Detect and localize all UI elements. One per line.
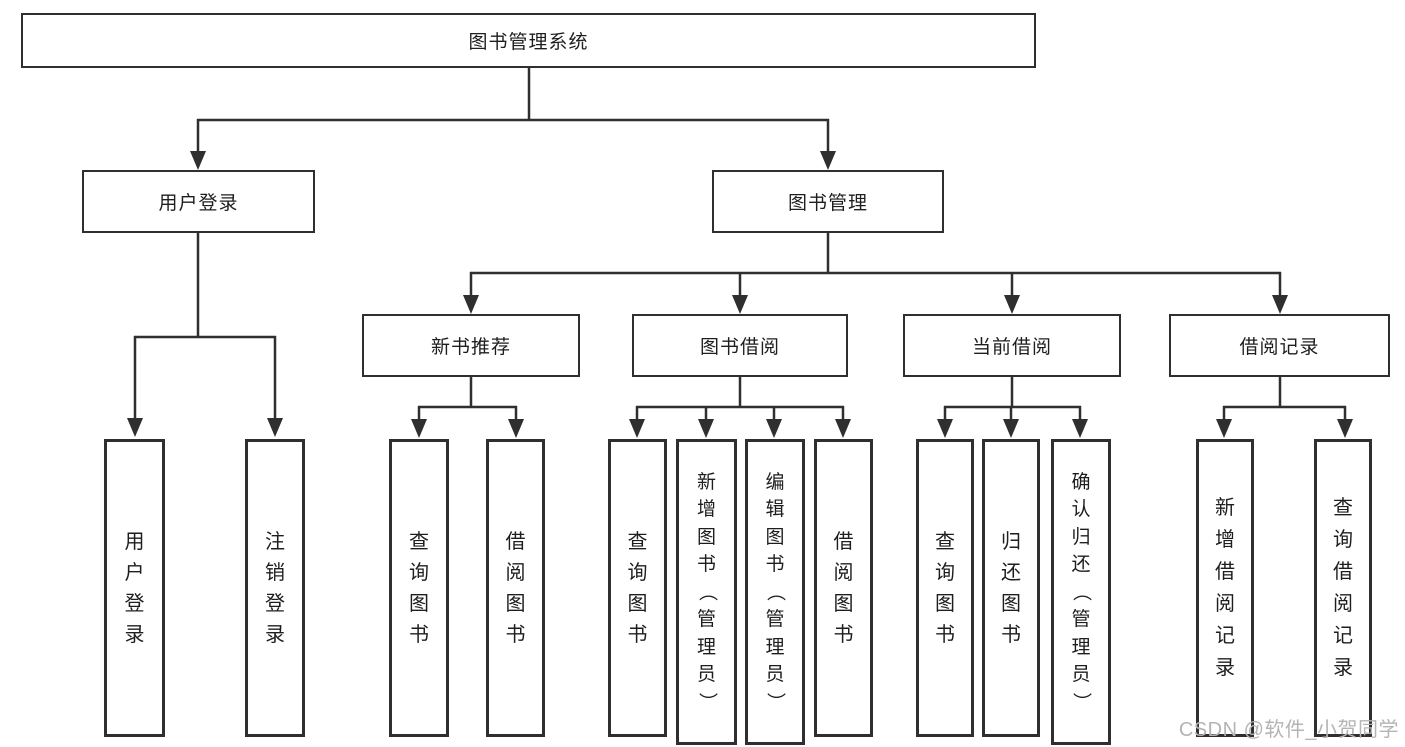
node-new-book-recommend: 新书推荐 [362, 314, 580, 377]
arrowheads [127, 151, 1353, 438]
leaf-label: 查询图书 [935, 530, 955, 646]
leaf-label: 编辑图书（管理员） [764, 471, 786, 712]
leaf-return-books: 归还图书 [982, 439, 1040, 737]
node-library-management-system: 图书管理系统 [21, 13, 1036, 68]
leaf-borrow-books: 借阅图书 [814, 439, 873, 737]
arrow-down-icon [127, 418, 143, 437]
leaf-label: 借阅图书 [833, 530, 854, 646]
leaf-label: 注销登录 [265, 530, 285, 646]
node-book-management: 图书管理 [712, 170, 944, 233]
leaf-logout: 注销登录 [245, 439, 305, 737]
node-current-borrow: 当前借阅 [903, 314, 1121, 377]
leaf-label: 确认归还（管理员） [1070, 471, 1092, 712]
arrow-down-icon [1337, 419, 1353, 438]
arrow-down-icon [267, 418, 283, 437]
arrow-down-icon [698, 419, 714, 438]
arrow-down-icon [1272, 295, 1288, 314]
node-label: 借阅记录 [1239, 337, 1320, 358]
arrow-down-icon [1003, 419, 1019, 438]
node-book-borrow: 图书借阅 [632, 314, 848, 377]
leaf-label: 查询图书 [627, 530, 648, 646]
connector-strokes [133, 68, 1347, 421]
arrow-down-icon [411, 419, 427, 438]
arrow-down-icon [1004, 295, 1020, 314]
leaf-label: 查询借阅记录 [1333, 497, 1353, 679]
leaf-newbook-query-books: 查询图书 [389, 439, 449, 737]
node-label: 用户登录 [158, 193, 239, 214]
arrow-down-icon [190, 151, 206, 170]
leaf-add-books-admin: 新增图书（管理员） [676, 439, 737, 745]
leaf-label: 用户登录 [124, 530, 145, 646]
leaf-label: 新增借阅记录 [1215, 497, 1235, 679]
node-label: 图书管理 [787, 193, 868, 214]
leaf-borrow-query-books: 查询图书 [608, 439, 667, 737]
node-label: 图书管理系统 [468, 32, 589, 53]
arrow-down-icon [1072, 419, 1088, 438]
csdn-watermark: CSDN @软件_小贺同学 [1178, 719, 1399, 741]
leaf-current-query-books: 查询图书 [916, 439, 974, 737]
node-label: 图书借阅 [699, 337, 780, 358]
node-user-login: 用户登录 [82, 170, 315, 233]
leaf-label: 新增图书（管理员） [695, 471, 717, 712]
arrow-down-icon [463, 295, 479, 314]
leaf-user-login: 用户登录 [104, 439, 165, 737]
leaf-confirm-return-admin: 确认归还（管理员） [1051, 439, 1111, 745]
leaf-newbook-borrow-books: 借阅图书 [486, 439, 545, 737]
arrow-down-icon [820, 151, 836, 170]
node-borrow-records: 借阅记录 [1169, 314, 1390, 377]
node-label: 新书推荐 [430, 337, 511, 358]
leaf-query-borrow-record: 查询借阅记录 [1314, 439, 1372, 737]
arrow-down-icon [766, 419, 782, 438]
leaf-label: 查询图书 [409, 530, 429, 646]
arrow-down-icon [835, 419, 851, 438]
arrow-down-icon [1216, 419, 1232, 438]
leaf-edit-books-admin: 编辑图书（管理员） [745, 439, 805, 745]
leaf-label: 借阅图书 [505, 530, 526, 646]
arrow-down-icon [629, 419, 645, 438]
arrow-down-icon [508, 419, 524, 438]
leaf-label: 归还图书 [1001, 530, 1021, 646]
arrow-down-icon [732, 295, 748, 314]
leaf-add-borrow-record: 新增借阅记录 [1196, 439, 1254, 737]
node-label: 当前借阅 [971, 337, 1052, 358]
arrow-down-icon [937, 419, 953, 438]
